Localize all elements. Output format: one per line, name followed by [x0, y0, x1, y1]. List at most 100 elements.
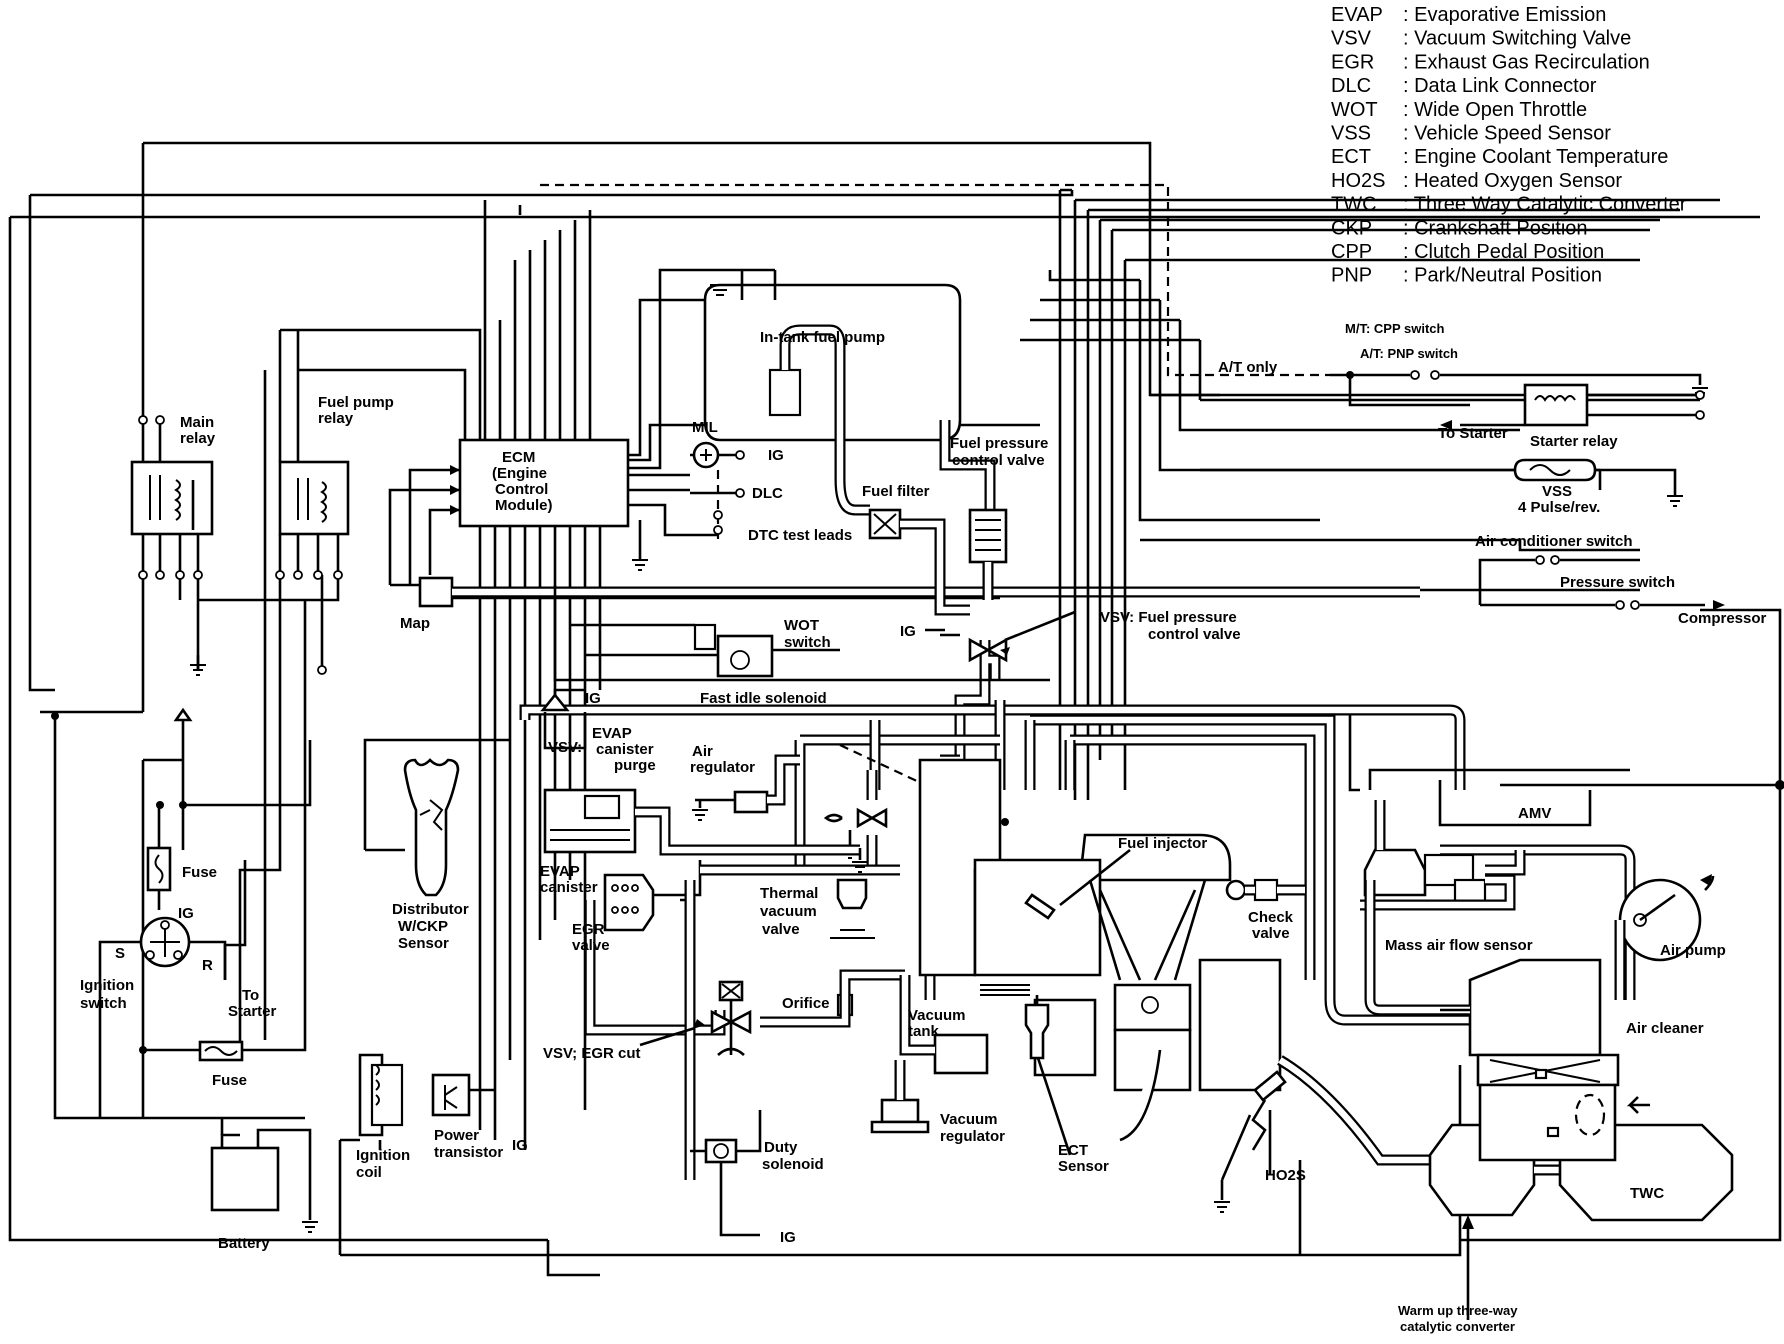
compressor-label: Compressor: [1678, 610, 1767, 627]
maf-label: Mass air flow sensor: [1385, 937, 1533, 954]
legend-meaning: : Data Link Connector: [1403, 75, 1597, 97]
legend-abbr: CKP: [1331, 217, 1372, 239]
legend-meaning: : Heated Oxygen Sensor: [1403, 170, 1622, 192]
vsv-fuel-pressure-valve: [925, 610, 1076, 663]
legend-abbr: EVAP: [1331, 4, 1383, 26]
legend-abbr: DLC: [1331, 75, 1371, 97]
junction-dots: [51, 371, 1784, 1054]
legend-abbr: CPP: [1331, 241, 1372, 263]
map-sensor: [390, 576, 1640, 608]
ecm-module: [388, 200, 1040, 1150]
mil-label: MIL: [692, 419, 718, 436]
legend-meaning: : Vacuum Switching Valve: [1403, 28, 1631, 50]
fuel-tank: [703, 270, 996, 516]
dlc-label: DLC: [752, 485, 783, 502]
amv-valve: [1348, 715, 1630, 911]
vsv-evap-purge: [540, 688, 587, 750]
ect-sensor: [1024, 995, 1072, 1156]
ig-label-evap: IG: [585, 690, 601, 707]
legend-abbr: TWC: [1331, 194, 1377, 216]
fuel-pressure-control-valve: [968, 508, 1008, 600]
battery-label: Battery: [218, 1235, 270, 1252]
starter-relay-label: Starter relay: [1530, 433, 1618, 450]
thermal-vacuum-valve: [684, 864, 936, 1180]
vsv-evap-label-vsv: VSV:: [548, 739, 582, 756]
s-label: S: [115, 945, 125, 962]
fuel-pump-relay: [190, 328, 482, 1060]
at-only-label: A/T only: [1218, 359, 1278, 376]
air-pump-label: Air pump: [1660, 942, 1726, 959]
fast-idle-label: Fast idle solenoid: [700, 690, 827, 707]
air-pump: [1614, 874, 1715, 1000]
check-valve: [1225, 878, 1305, 902]
ig-label-switch: IG: [178, 905, 194, 922]
wire-bundle: [1020, 188, 1720, 800]
legend-meaning: : Vehicle Speed Sensor: [1403, 123, 1611, 145]
ig-label-mil: IG: [768, 447, 784, 464]
vsv-egr-cut: [639, 980, 752, 1056]
fuse-label-bottom: Fuse: [212, 1072, 247, 1089]
power-transistor: [431, 1073, 495, 1117]
outer-bus-wires: [8, 141, 1760, 1277]
r-label: R: [202, 957, 213, 974]
ho2s-label: HO2S: [1265, 1167, 1306, 1184]
ecm-input-arrows: [450, 465, 460, 515]
twc-label: TWC: [1630, 1185, 1664, 1202]
legend-meaning: : Clutch Pedal Position: [1403, 241, 1604, 263]
legend-abbr: VSV: [1331, 28, 1372, 50]
ig-label-bottom: IG: [780, 1229, 796, 1246]
legend-meaning: : Crankshaft Position: [1403, 217, 1588, 239]
legend-meaning: : Wide Open Throttle: [1403, 99, 1587, 121]
duty-solenoid: [690, 1110, 762, 1237]
air-cleaner-label: Air cleaner: [1626, 1020, 1704, 1037]
fuel-injector: [1024, 848, 1131, 920]
fuel-filter: [868, 508, 970, 616]
legend-abbr: WOT: [1331, 99, 1378, 121]
distributor: [363, 738, 510, 897]
mt-cpp-label: M/T: CPP switch: [1345, 321, 1445, 336]
to-starter-label: To Starter: [1438, 425, 1508, 442]
legend-meaning: : Exhaust Gas Recirculation: [1403, 51, 1650, 73]
ho2s-sensor: [1214, 1070, 1287, 1213]
vacuum-regulator: [870, 1060, 930, 1134]
mil-dlc-dtc: [632, 441, 745, 571]
legend-abbr: PNP: [1331, 265, 1372, 287]
map-label: Map: [400, 615, 430, 632]
ig-label-coil: IG: [512, 1137, 528, 1154]
wot-switch: [553, 585, 1050, 682]
ignition-circuit: [98, 600, 312, 1118]
right-switches: [1200, 370, 1725, 610]
legend-meaning: : Engine Coolant Temperature: [1403, 146, 1668, 168]
fuel-injector-label: Fuel injector: [1118, 835, 1207, 852]
ground-symbols: [852, 848, 868, 873]
orifice-label: Orifice: [782, 995, 830, 1012]
ig-label-vsv: IG: [900, 623, 916, 640]
legend-abbr: VSS: [1331, 123, 1371, 145]
dtc-label: DTC test leads: [748, 527, 852, 544]
main-relay: [40, 400, 214, 716]
amv-label: AMV: [1518, 805, 1551, 822]
legend-abbr: HO2S: [1331, 170, 1385, 192]
